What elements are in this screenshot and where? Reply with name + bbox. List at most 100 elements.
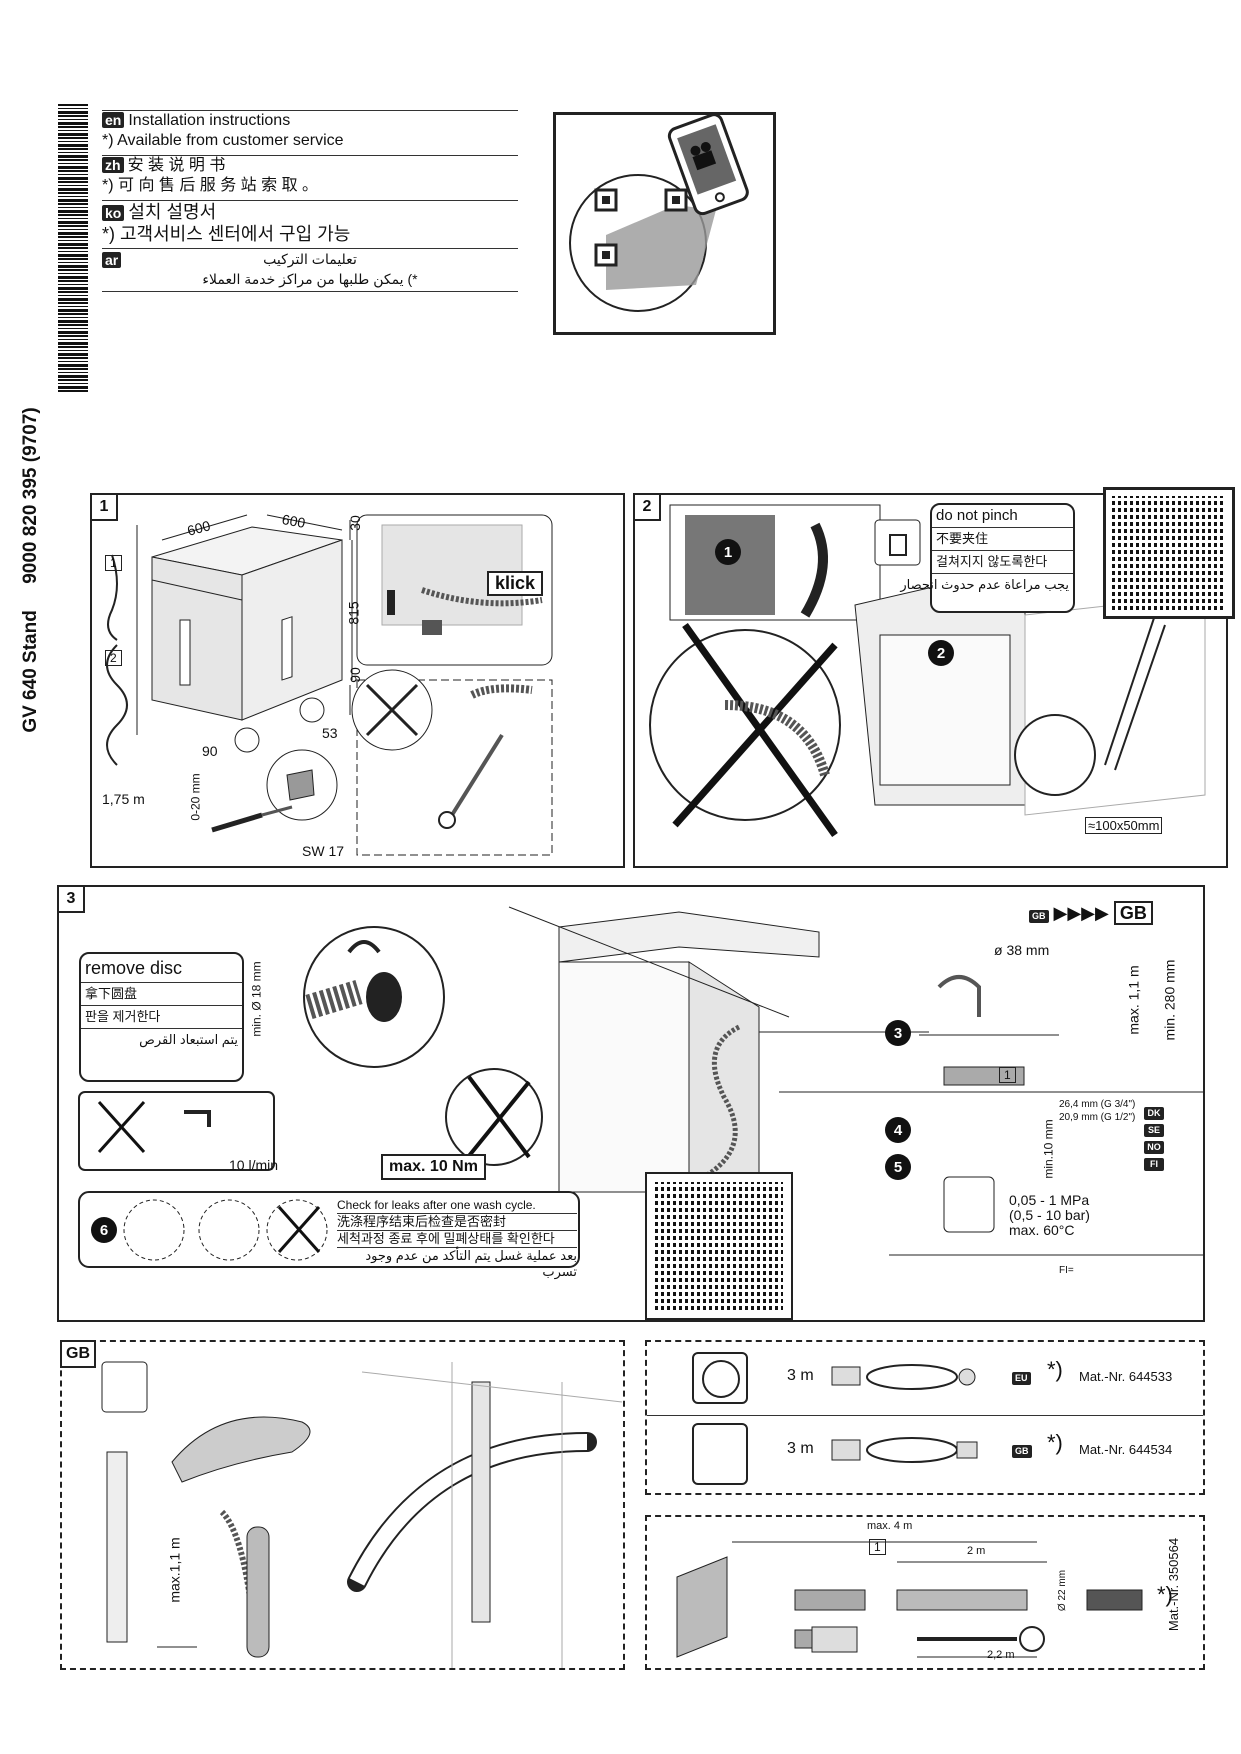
hose-diameter: Ø 22 mm xyxy=(1057,1569,1069,1612)
qr-code[interactable] xyxy=(645,1172,793,1320)
thread-size-1: 26,4 mm (G 3/4") xyxy=(1059,1099,1136,1110)
gb-panel: GB max.1,1 m xyxy=(60,1340,625,1670)
gb-label: GB xyxy=(1113,901,1153,925)
gb-flag: GB xyxy=(1029,910,1049,923)
drain-min-height: min. 280 mm xyxy=(1161,959,1178,1041)
eu-cable-icon xyxy=(831,1364,976,1390)
leak-text-en: Check for leaks after one wash cycle. xyxy=(337,1198,536,1212)
country-flags: DK SE NO FI xyxy=(1144,1107,1164,1171)
lang-note: *) 고객서비스 센터에서 구입 가능 xyxy=(102,224,351,244)
lang-title: 安 装 说 明 书 xyxy=(127,157,226,174)
pinch-warning-illustration xyxy=(649,504,1206,838)
lang-code: zh xyxy=(102,157,124,173)
gb-max-height: max.1,1 m xyxy=(166,1537,183,1603)
lang-note: *) 可 向 售 后 服 务 站 索 取 。 xyxy=(102,177,319,194)
part-1-marker-ext: 1 xyxy=(869,1539,886,1555)
pressure-bar: (0,5 - 10 bar) xyxy=(1009,1207,1090,1223)
cable-length: 3 m xyxy=(787,1367,814,1384)
panel-1-number: 1 xyxy=(90,493,118,521)
gb-cable-icon xyxy=(831,1437,978,1463)
qr-code[interactable] xyxy=(1103,487,1235,619)
sign-line-ko: 걸쳐지지 않도록한다 xyxy=(932,551,1073,574)
panel-2: 2 1 2 do not pinch 不要夹住 걸쳐지지 않도록한다 يجب م… xyxy=(633,493,1228,868)
country-no: NO xyxy=(1144,1141,1164,1154)
clearance-dimension: ≈100x50mm xyxy=(1085,817,1163,834)
max-temp: max. 60°C xyxy=(1009,1222,1075,1238)
panel-3-number: 3 xyxy=(57,885,85,913)
do-not-pinch-sign: do not pinch 不要夹住 걸쳐지지 않도록한다 يجب مراعاة … xyxy=(900,503,1075,613)
dim-top: 30 xyxy=(346,515,363,531)
klick-label: klick xyxy=(487,571,544,596)
region-badge: GB xyxy=(1012,1445,1032,1458)
barcode xyxy=(58,104,88,394)
country-fi: FI xyxy=(1144,1158,1164,1171)
star-ref: *) xyxy=(1157,1582,1173,1607)
flow-rate: 10 l/min xyxy=(229,1157,279,1173)
extension-hose-illustration xyxy=(676,1541,1143,1658)
dim-height: 815 xyxy=(345,601,362,625)
sign-line-ar: يجب مراعاة عدم حدوث انحصار xyxy=(900,577,1069,592)
water-connection-illustration xyxy=(78,906,1203,1268)
hose-2-2m: 2,2 m xyxy=(987,1649,1015,1661)
step-6-badge: 6 xyxy=(91,1217,117,1243)
leak-check-text: Check for leaks after one wash cycle. 洗涤… xyxy=(337,1197,577,1280)
eu-socket-icon xyxy=(692,1352,748,1404)
model-name: GV 640 Stand xyxy=(20,610,41,733)
power-cables-panel: 3 m EU *) Mat.-Nr. 644533 3 m GB *) Mat.… xyxy=(645,1340,1205,1495)
star-ref: *) xyxy=(1047,1357,1063,1382)
lang-ar: ar تعليمات التركيب *) يمكن طلبها من مراك… xyxy=(102,248,518,292)
lang-title: Installation instructions xyxy=(128,112,291,129)
cable-row-eu: 3 m EU *) Mat.-Nr. 644533 xyxy=(647,1342,1203,1416)
part-2-marker: 2 xyxy=(105,650,122,666)
star-ref: *) xyxy=(1047,1430,1063,1455)
country-se: SE xyxy=(1144,1124,1164,1137)
callout-3: 3 xyxy=(885,1020,911,1046)
step-2-badge: 2 xyxy=(928,640,954,666)
callout-4: 4 xyxy=(885,1117,911,1143)
material-number: Mat.-Nr. 644533 xyxy=(1079,1369,1173,1384)
hose-length: 1,75 m xyxy=(102,791,145,807)
pressure-spec: 0,05 - 1 MPa (0,5 - 10 bar) max. 60°C xyxy=(1009,1193,1090,1238)
region-badge: EU xyxy=(1012,1372,1031,1385)
thread-size-2: 20,9 mm (G 1/2") xyxy=(1059,1112,1136,1123)
remove-disc-ko: 판을 제거한다 xyxy=(81,1006,242,1029)
dim-angle: 53 xyxy=(322,725,338,741)
step-1-badge: 1 xyxy=(715,539,741,565)
remove-disc-en: remove disc xyxy=(81,954,242,983)
lang-title: 설치 설명서 xyxy=(128,202,217,222)
phone-video-icon xyxy=(569,113,749,312)
callout-5: 5 xyxy=(885,1154,911,1180)
dim-base: 90 xyxy=(346,667,363,683)
sign-line-zh: 不要夹住 xyxy=(932,528,1073,551)
leak-text-ar: بعد عملية غسل يتم التأكد من عدم وجود تسر… xyxy=(337,1247,577,1280)
lang-note: *) يمكن طلبها من مراكز خدمة العملاء xyxy=(202,271,418,287)
max-torque-label: max. 10 Nm xyxy=(381,1154,486,1180)
lang-title: تعليمات التركيب xyxy=(263,251,357,267)
wrench-size: SW 17 xyxy=(302,843,345,859)
lang-code: en xyxy=(102,112,125,128)
min-10mm: min.10 mm xyxy=(1041,1119,1056,1179)
remove-disc-zh: 拿下圆盘 xyxy=(81,983,242,1006)
part-1-marker: 1 xyxy=(105,555,122,571)
material-number: Mat.-Nr. 350564 xyxy=(1166,1537,1182,1632)
remove-disc-ar: يتم استبعاد القرص xyxy=(139,1032,238,1047)
cable-length: 3 m xyxy=(787,1440,814,1457)
part-1-marker-p3: 1 xyxy=(999,1067,1016,1083)
extension-hose-panel: max. 4 m 1 2 m Ø 22 mm 2,2 m *) Mat.-Nr.… xyxy=(645,1515,1205,1670)
disc-dimension: min. Ø 18 mm xyxy=(249,961,264,1037)
pressure-mpa: 0,05 - 1 MPa xyxy=(1009,1192,1090,1208)
drain-diameter: ø 38 mm xyxy=(994,942,1050,958)
cable-row-gb: 3 m GB *) Mat.-Nr. 644534 xyxy=(647,1415,1203,1493)
panel-1: 1 600 600 30 815 90 90 53 0-20 mm 1,75 m… xyxy=(90,493,625,868)
remove-disc-sign: remove disc 拿下圆盘 판을 제거한다 يتم استبعاد الق… xyxy=(79,952,244,1082)
gb-header: GB ▶▶▶▶ GB xyxy=(1029,901,1153,925)
gb-drain-illustration xyxy=(101,1361,623,1668)
gb-socket-icon xyxy=(692,1423,748,1485)
lang-code: ar xyxy=(102,252,122,268)
side-label: GV 640 Stand 9000 820 395 (9707) xyxy=(20,370,50,770)
dim-base-2: 90 xyxy=(202,743,218,759)
video-app-box xyxy=(553,112,776,335)
